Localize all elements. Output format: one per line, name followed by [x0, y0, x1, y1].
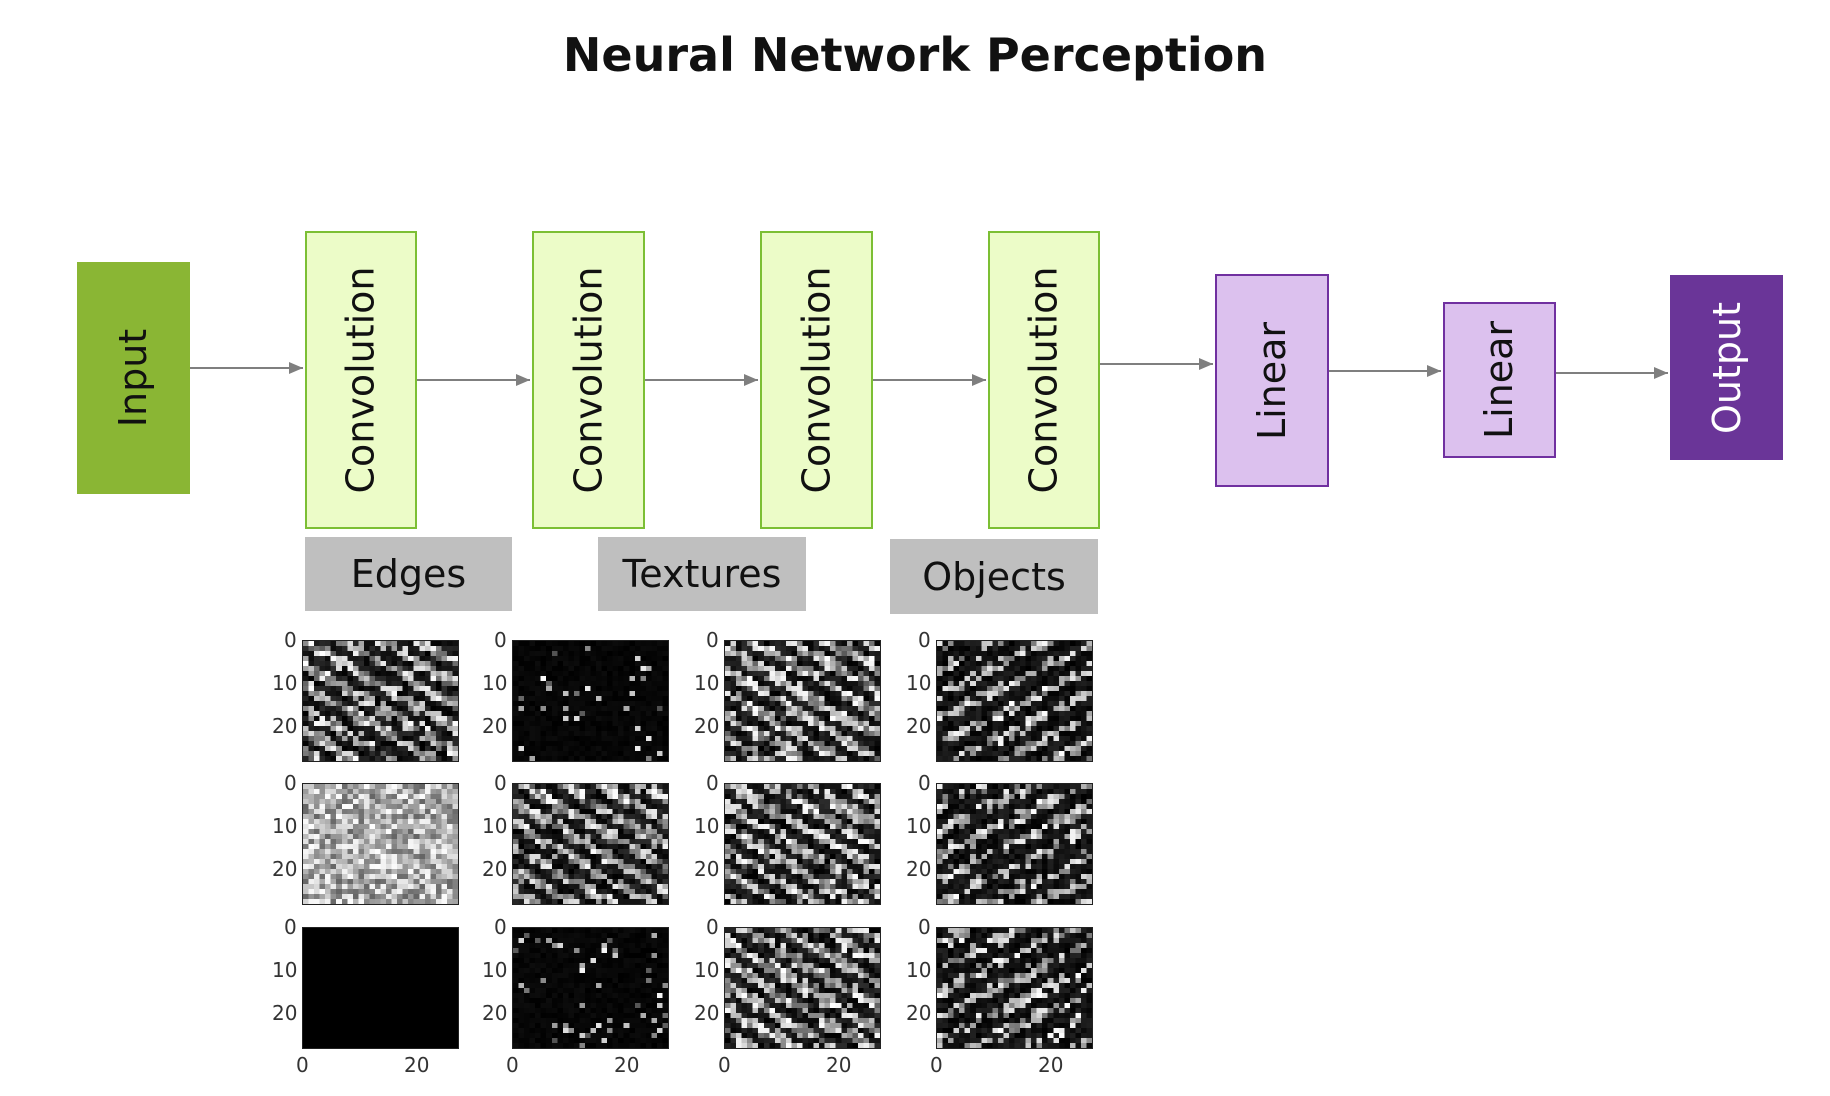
- section-label-objects: Objects: [890, 539, 1098, 614]
- y-tick-label: 20: [906, 1001, 932, 1025]
- convolution-layer-4-label: Convolution: [1022, 266, 1067, 494]
- y-tick-label: 10: [272, 814, 298, 838]
- y-tick-label: 0: [918, 915, 931, 939]
- y-tick-label: 0: [918, 628, 931, 652]
- y-tick-label: 10: [906, 814, 932, 838]
- y-tick-label: 0: [284, 915, 297, 939]
- feature-map-r1-c1: [302, 640, 459, 762]
- y-tick-label: 20: [482, 714, 508, 738]
- y-tick-label: 0: [494, 771, 507, 795]
- y-tick-label: 20: [272, 857, 298, 881]
- feature-map-r2-c3: [724, 783, 881, 905]
- x-tick-label: 20: [1038, 1053, 1064, 1077]
- y-tick-label: 10: [482, 814, 508, 838]
- feature-map-r2-c2: [512, 783, 669, 905]
- feature-map-r2-c1: [302, 783, 459, 905]
- x-tick-label: 0: [718, 1053, 731, 1077]
- y-tick-label: 20: [694, 857, 720, 881]
- y-tick-label: 0: [706, 628, 719, 652]
- y-tick-label: 0: [494, 915, 507, 939]
- output-layer-label: Output: [1704, 301, 1749, 434]
- y-tick-label: 20: [272, 714, 298, 738]
- output-layer: Output: [1670, 275, 1783, 460]
- y-tick-label: 10: [272, 958, 298, 982]
- y-tick-label: 20: [906, 857, 932, 881]
- y-tick-label: 20: [694, 1001, 720, 1025]
- feature-map-r3-c1: [302, 927, 459, 1049]
- y-tick-label: 0: [494, 628, 507, 652]
- y-tick-label: 0: [284, 771, 297, 795]
- feature-map-r2-c4: [936, 783, 1093, 905]
- convolution-layer-2: Convolution: [532, 231, 645, 529]
- x-tick-label: 0: [296, 1053, 309, 1077]
- input-layer-label: Input: [111, 328, 156, 428]
- y-tick-label: 0: [918, 771, 931, 795]
- feature-map-r3-c2: [512, 927, 669, 1049]
- y-tick-label: 20: [482, 1001, 508, 1025]
- y-tick-label: 10: [694, 814, 720, 838]
- y-tick-label: 20: [694, 714, 720, 738]
- y-tick-label: 0: [706, 771, 719, 795]
- feature-map-r3-c3: [724, 927, 881, 1049]
- y-tick-label: 10: [694, 958, 720, 982]
- y-tick-label: 10: [694, 671, 720, 695]
- linear-layer-1: Linear: [1215, 274, 1329, 487]
- y-tick-label: 10: [906, 671, 932, 695]
- y-tick-label: 10: [272, 671, 298, 695]
- input-layer: Input: [77, 262, 190, 494]
- diagram-title: Neural Network Perception: [562, 28, 1268, 82]
- section-label-textures: Textures: [598, 537, 806, 611]
- y-tick-label: 10: [482, 671, 508, 695]
- y-tick-label: 10: [906, 958, 932, 982]
- x-tick-label: 20: [404, 1053, 430, 1077]
- y-tick-label: 0: [706, 915, 719, 939]
- linear-layer-1-label: Linear: [1250, 321, 1295, 440]
- section-label-edges: Edges: [305, 537, 512, 611]
- y-tick-label: 10: [482, 958, 508, 982]
- feature-map-r3-c4: [936, 927, 1093, 1049]
- convolution-layer-1-label: Convolution: [339, 266, 384, 494]
- y-tick-label: 20: [906, 714, 932, 738]
- convolution-layer-1: Convolution: [305, 231, 417, 529]
- feature-map-r1-c2: [512, 640, 669, 762]
- convolution-layer-3: Convolution: [760, 231, 873, 529]
- linear-layer-2: Linear: [1443, 302, 1556, 458]
- linear-layer-2-label: Linear: [1477, 320, 1522, 440]
- x-tick-label: 0: [930, 1053, 943, 1077]
- y-tick-label: 20: [482, 857, 508, 881]
- convolution-layer-4: Convolution: [988, 231, 1100, 529]
- y-tick-label: 0: [284, 628, 297, 652]
- x-tick-label: 20: [826, 1053, 852, 1077]
- convolution-layer-3-label: Convolution: [794, 266, 839, 494]
- x-tick-label: 20: [614, 1053, 640, 1077]
- feature-map-r1-c4: [936, 640, 1093, 762]
- y-tick-label: 20: [272, 1001, 298, 1025]
- x-tick-label: 0: [506, 1053, 519, 1077]
- feature-map-r1-c3: [724, 640, 881, 762]
- convolution-layer-2-label: Convolution: [566, 266, 611, 494]
